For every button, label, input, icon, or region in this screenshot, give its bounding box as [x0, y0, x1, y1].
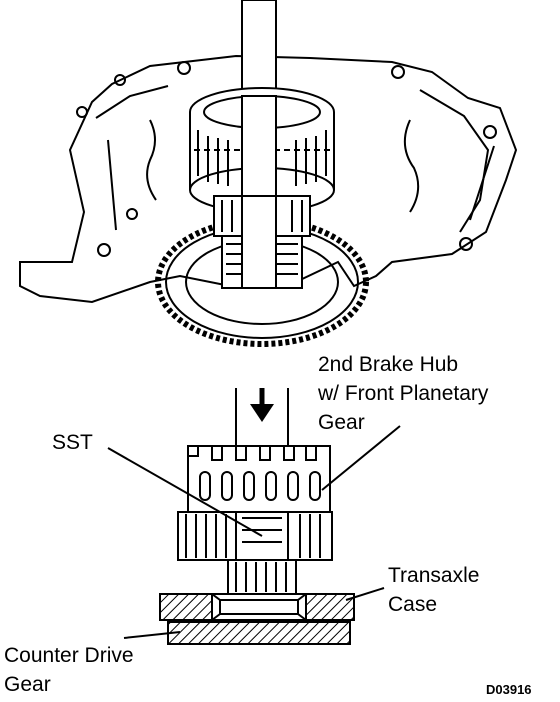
sst-leader	[107, 447, 263, 537]
brake-hub-leader	[321, 425, 401, 491]
sst-label: SST	[52, 431, 93, 454]
transaxle-label-line2: Case	[388, 593, 438, 616]
transaxle-assembly-illustration	[19, 0, 518, 347]
figure-code: D03916	[486, 682, 532, 697]
front-planetary-gear-section	[177, 511, 333, 561]
press-section-diagram	[107, 388, 401, 645]
brake-hub-label-line2: w/ Front Planetary	[318, 382, 489, 405]
brake-hub-top	[189, 87, 335, 213]
transaxle-label-line1: Transaxle	[388, 564, 480, 587]
brake-hub-section	[187, 445, 331, 513]
counter-drive-label-line2: Gear	[4, 673, 51, 696]
brake-hub-label-line3: Gear	[318, 411, 365, 434]
counter-drive-leader	[123, 631, 181, 639]
transaxle-housing	[19, 54, 518, 304]
transaxle-leader	[345, 587, 385, 601]
counter-drive-gear-section	[167, 621, 351, 645]
brake-hub-label-line1: 2nd Brake Hub	[318, 353, 459, 376]
transaxle-case-section	[159, 593, 355, 621]
press-arrow-icon	[250, 388, 274, 422]
counter-drive-label-line1: Counter Drive	[4, 644, 134, 667]
